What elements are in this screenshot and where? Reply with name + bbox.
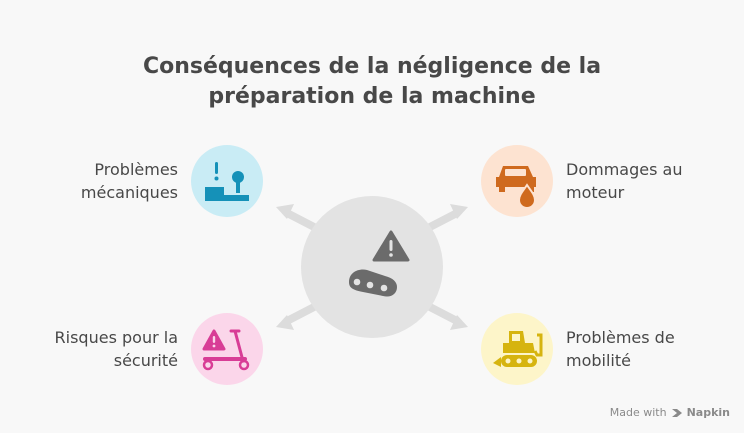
safety-risk-icon: [202, 329, 250, 371]
arrowhead-bottom-right: [450, 315, 468, 330]
label-mechanical-problems: Problèmes mécaniques: [80, 160, 178, 202]
bubble-engine-damage: [481, 145, 553, 217]
arrowhead-top-right: [450, 204, 468, 219]
center-hub: [301, 196, 443, 338]
title-line-2: préparation de la machine: [208, 84, 536, 109]
warning-chain-icon: [349, 230, 410, 297]
bubble-mechanical-problems: [191, 145, 263, 217]
mechanical-problem-icon: [205, 162, 249, 201]
bulldozer-icon: [493, 331, 543, 367]
arrow-top-left: [283, 209, 320, 232]
engine-damage-icon: [496, 166, 537, 210]
arrowhead-top-left: [276, 204, 294, 219]
arrow-top-right: [424, 209, 461, 232]
label-engine-damage: Dommages au moteur: [566, 160, 683, 202]
title-line-1: Conséquences de la négligence de la: [142, 54, 602, 79]
bubble-mobility-problems: [481, 313, 553, 385]
arrow-bottom-left: [283, 302, 320, 325]
arrow-bottom-right: [424, 302, 461, 325]
bubble-safety-risks: [191, 313, 263, 385]
arrowhead-bottom-left: [276, 315, 294, 330]
footer-credit: Made with Napkin: [609, 406, 730, 419]
label-mobility-problems: Problèmes de mobilité: [566, 328, 675, 370]
page-title: Conséquences de la négligence de la prép…: [0, 52, 744, 112]
label-safety-risks: Risques pour la sécurité: [54, 328, 178, 370]
napkin-logo-icon: [671, 409, 682, 417]
